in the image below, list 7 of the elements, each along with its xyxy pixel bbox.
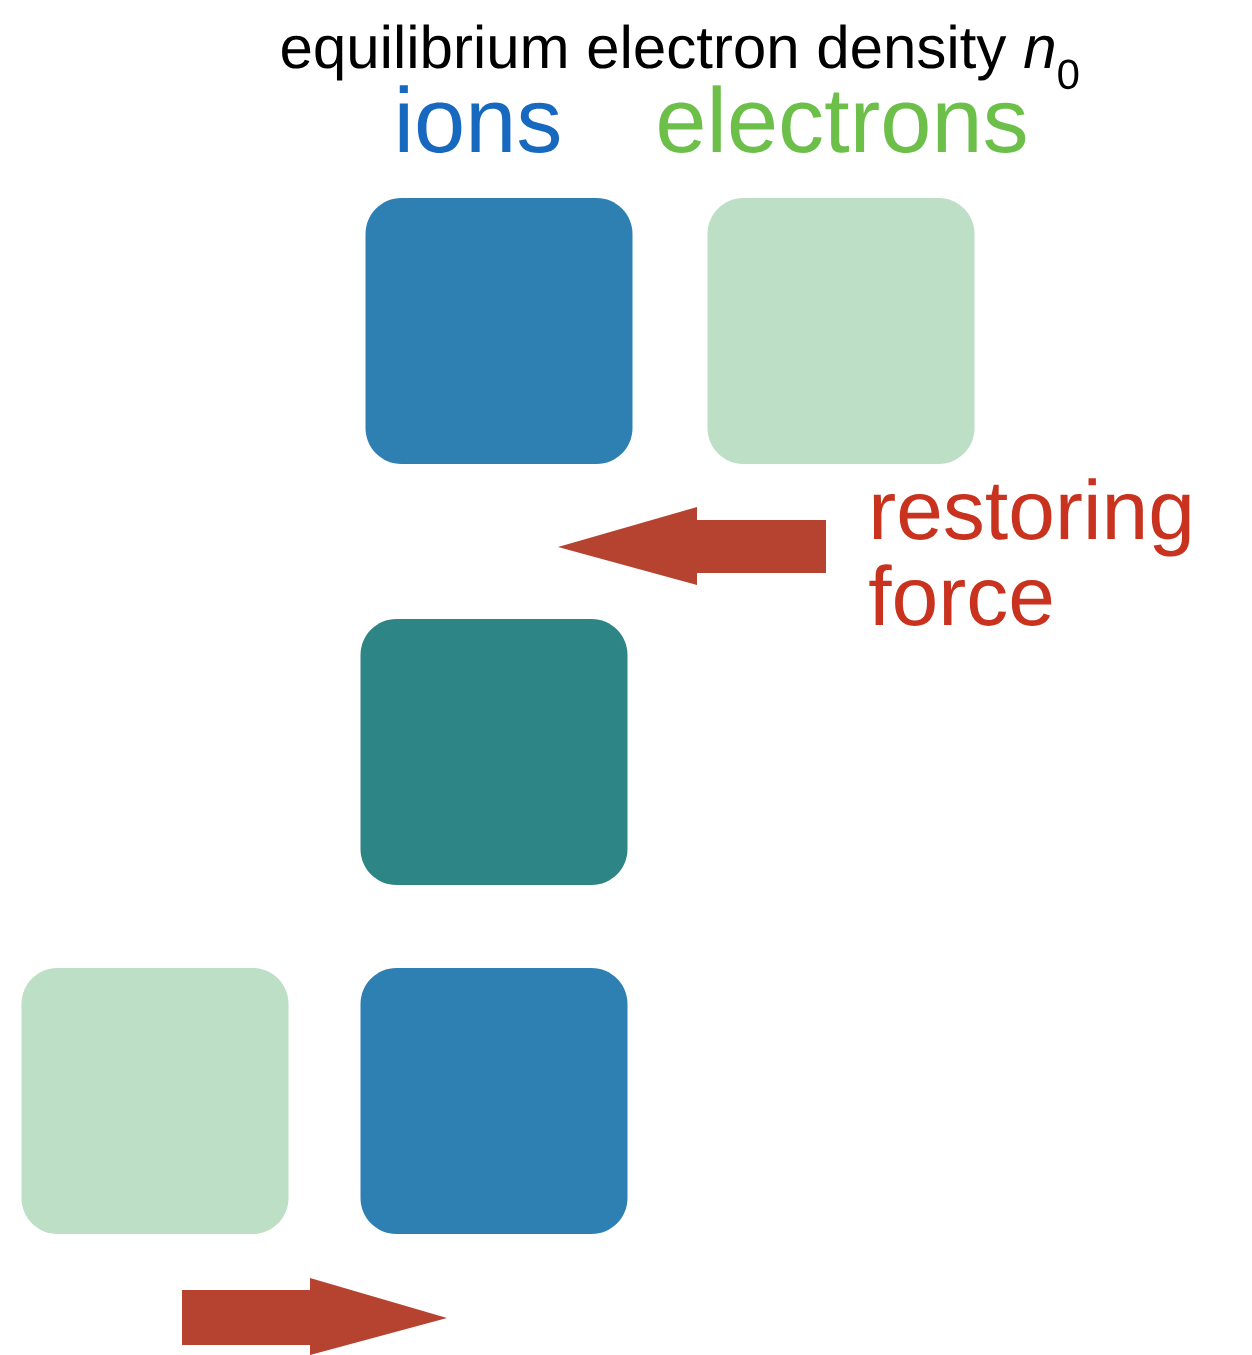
charge-block [21, 968, 289, 1234]
charge-block [360, 968, 628, 1234]
charge-block [707, 198, 975, 464]
charge-block [365, 198, 633, 464]
force-label: restoring force [869, 478, 1190, 626]
species-label: electrons [659, 85, 1026, 153]
charge-block [360, 619, 628, 885]
